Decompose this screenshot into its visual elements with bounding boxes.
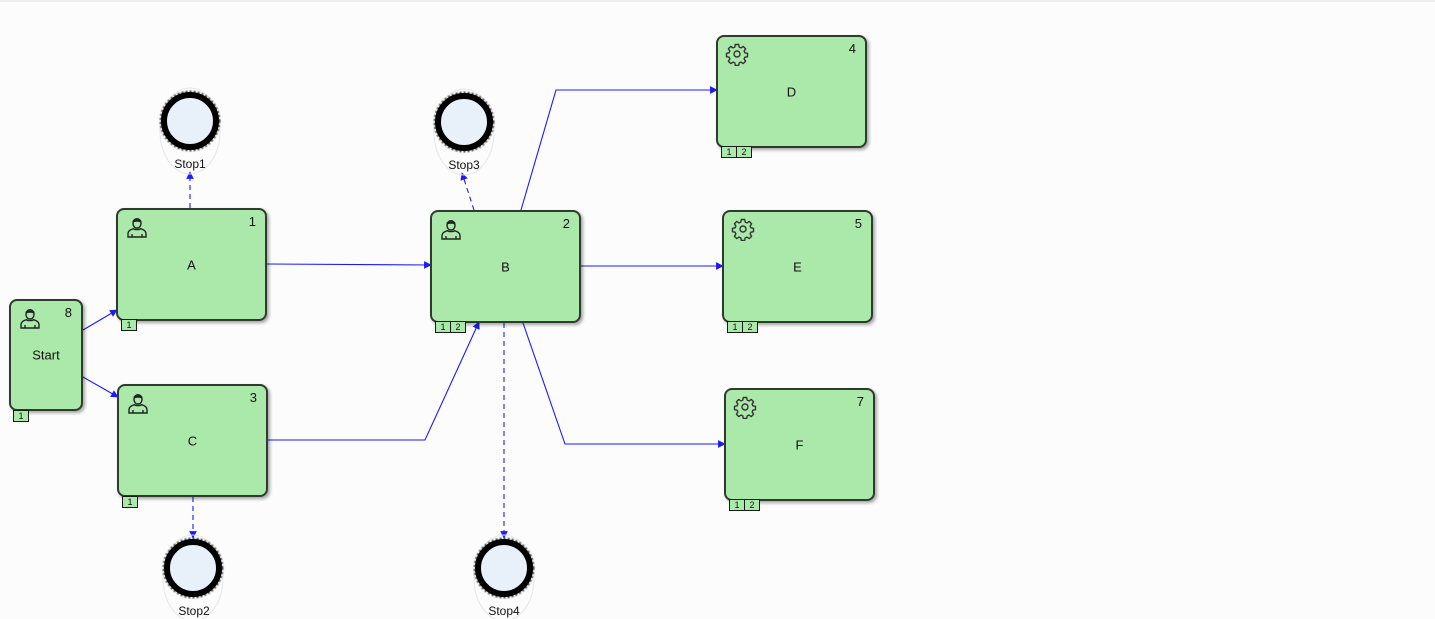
task-number: 1: [248, 214, 256, 229]
user-icon: [439, 217, 463, 241]
edge-c-to-b[interactable]: [268, 321, 480, 441]
stop-label-stop2: Stop2: [178, 604, 210, 618]
stop-label-stop4: Stop4: [488, 604, 520, 618]
badge[interactable]: 2: [736, 146, 752, 158]
end-event-stop4[interactable]: [473, 534, 535, 619]
task-label: F: [795, 437, 804, 452]
task-node-c[interactable]: 3 C: [117, 384, 268, 497]
task-badges-a: 1: [121, 319, 137, 331]
badge[interactable]: 2: [742, 321, 758, 333]
task-label: B: [501, 259, 510, 274]
task-node-start[interactable]: 8 Start: [9, 299, 83, 411]
task-node-d[interactable]: 4 D: [716, 35, 867, 148]
edge-a-to-b[interactable]: [266, 261, 432, 269]
gear-icon: [733, 395, 757, 420]
stop-label-stop1: Stop1: [174, 157, 206, 171]
task-badges-c: 1: [122, 496, 138, 508]
user-icon: [18, 306, 42, 330]
badge[interactable]: 1: [729, 499, 745, 511]
task-badges-start: 1: [13, 410, 29, 422]
gear-icon: [731, 217, 755, 242]
edge-b-to-d[interactable]: [520, 86, 718, 211]
task-label: D: [786, 84, 797, 99]
end-event-stop1[interactable]: [159, 87, 221, 175]
badge[interactable]: 1: [727, 321, 743, 333]
task-number: 4: [848, 41, 856, 56]
badge[interactable]: 2: [450, 321, 466, 333]
end-event-stop3[interactable]: [433, 88, 495, 176]
task-node-b[interactable]: 2 B: [430, 210, 581, 323]
task-number: 2: [562, 216, 570, 231]
badge[interactable]: 1: [122, 496, 138, 508]
badge[interactable]: 2: [744, 499, 760, 511]
badge[interactable]: 1: [13, 410, 29, 422]
task-node-e[interactable]: 5 E: [722, 210, 873, 323]
task-label: E: [793, 259, 802, 274]
edge-start-to-a[interactable]: [82, 309, 118, 331]
end-event-stop2[interactable]: [162, 534, 224, 619]
edge-start-to-c[interactable]: [82, 376, 119, 398]
gear-icon: [725, 42, 749, 67]
task-node-f[interactable]: 7 F: [724, 388, 875, 501]
badge[interactable]: 1: [435, 321, 451, 333]
task-number: 3: [249, 390, 257, 405]
task-node-a[interactable]: 1 A: [116, 208, 267, 321]
edge-b-to-f[interactable]: [522, 322, 726, 448]
task-badges-f: 1 2: [729, 499, 760, 511]
top-border: [0, 0, 1435, 2]
task-number: 5: [854, 216, 862, 231]
task-number: 7: [856, 394, 864, 409]
task-label: A: [187, 257, 196, 272]
user-icon: [125, 215, 149, 239]
badge[interactable]: 1: [121, 319, 137, 331]
task-badges-b: 1 2: [435, 321, 466, 333]
user-icon: [126, 391, 150, 415]
edge-b-to-stop3[interactable]: [460, 172, 475, 211]
task-label: C: [187, 433, 198, 448]
stop-label-stop3: Stop3: [448, 158, 480, 172]
task-badges-d: 1 2: [721, 146, 752, 158]
badge[interactable]: 1: [721, 146, 737, 158]
task-label: Start: [32, 347, 60, 363]
task-badges-e: 1 2: [727, 321, 758, 333]
task-number: 8: [64, 305, 72, 320]
